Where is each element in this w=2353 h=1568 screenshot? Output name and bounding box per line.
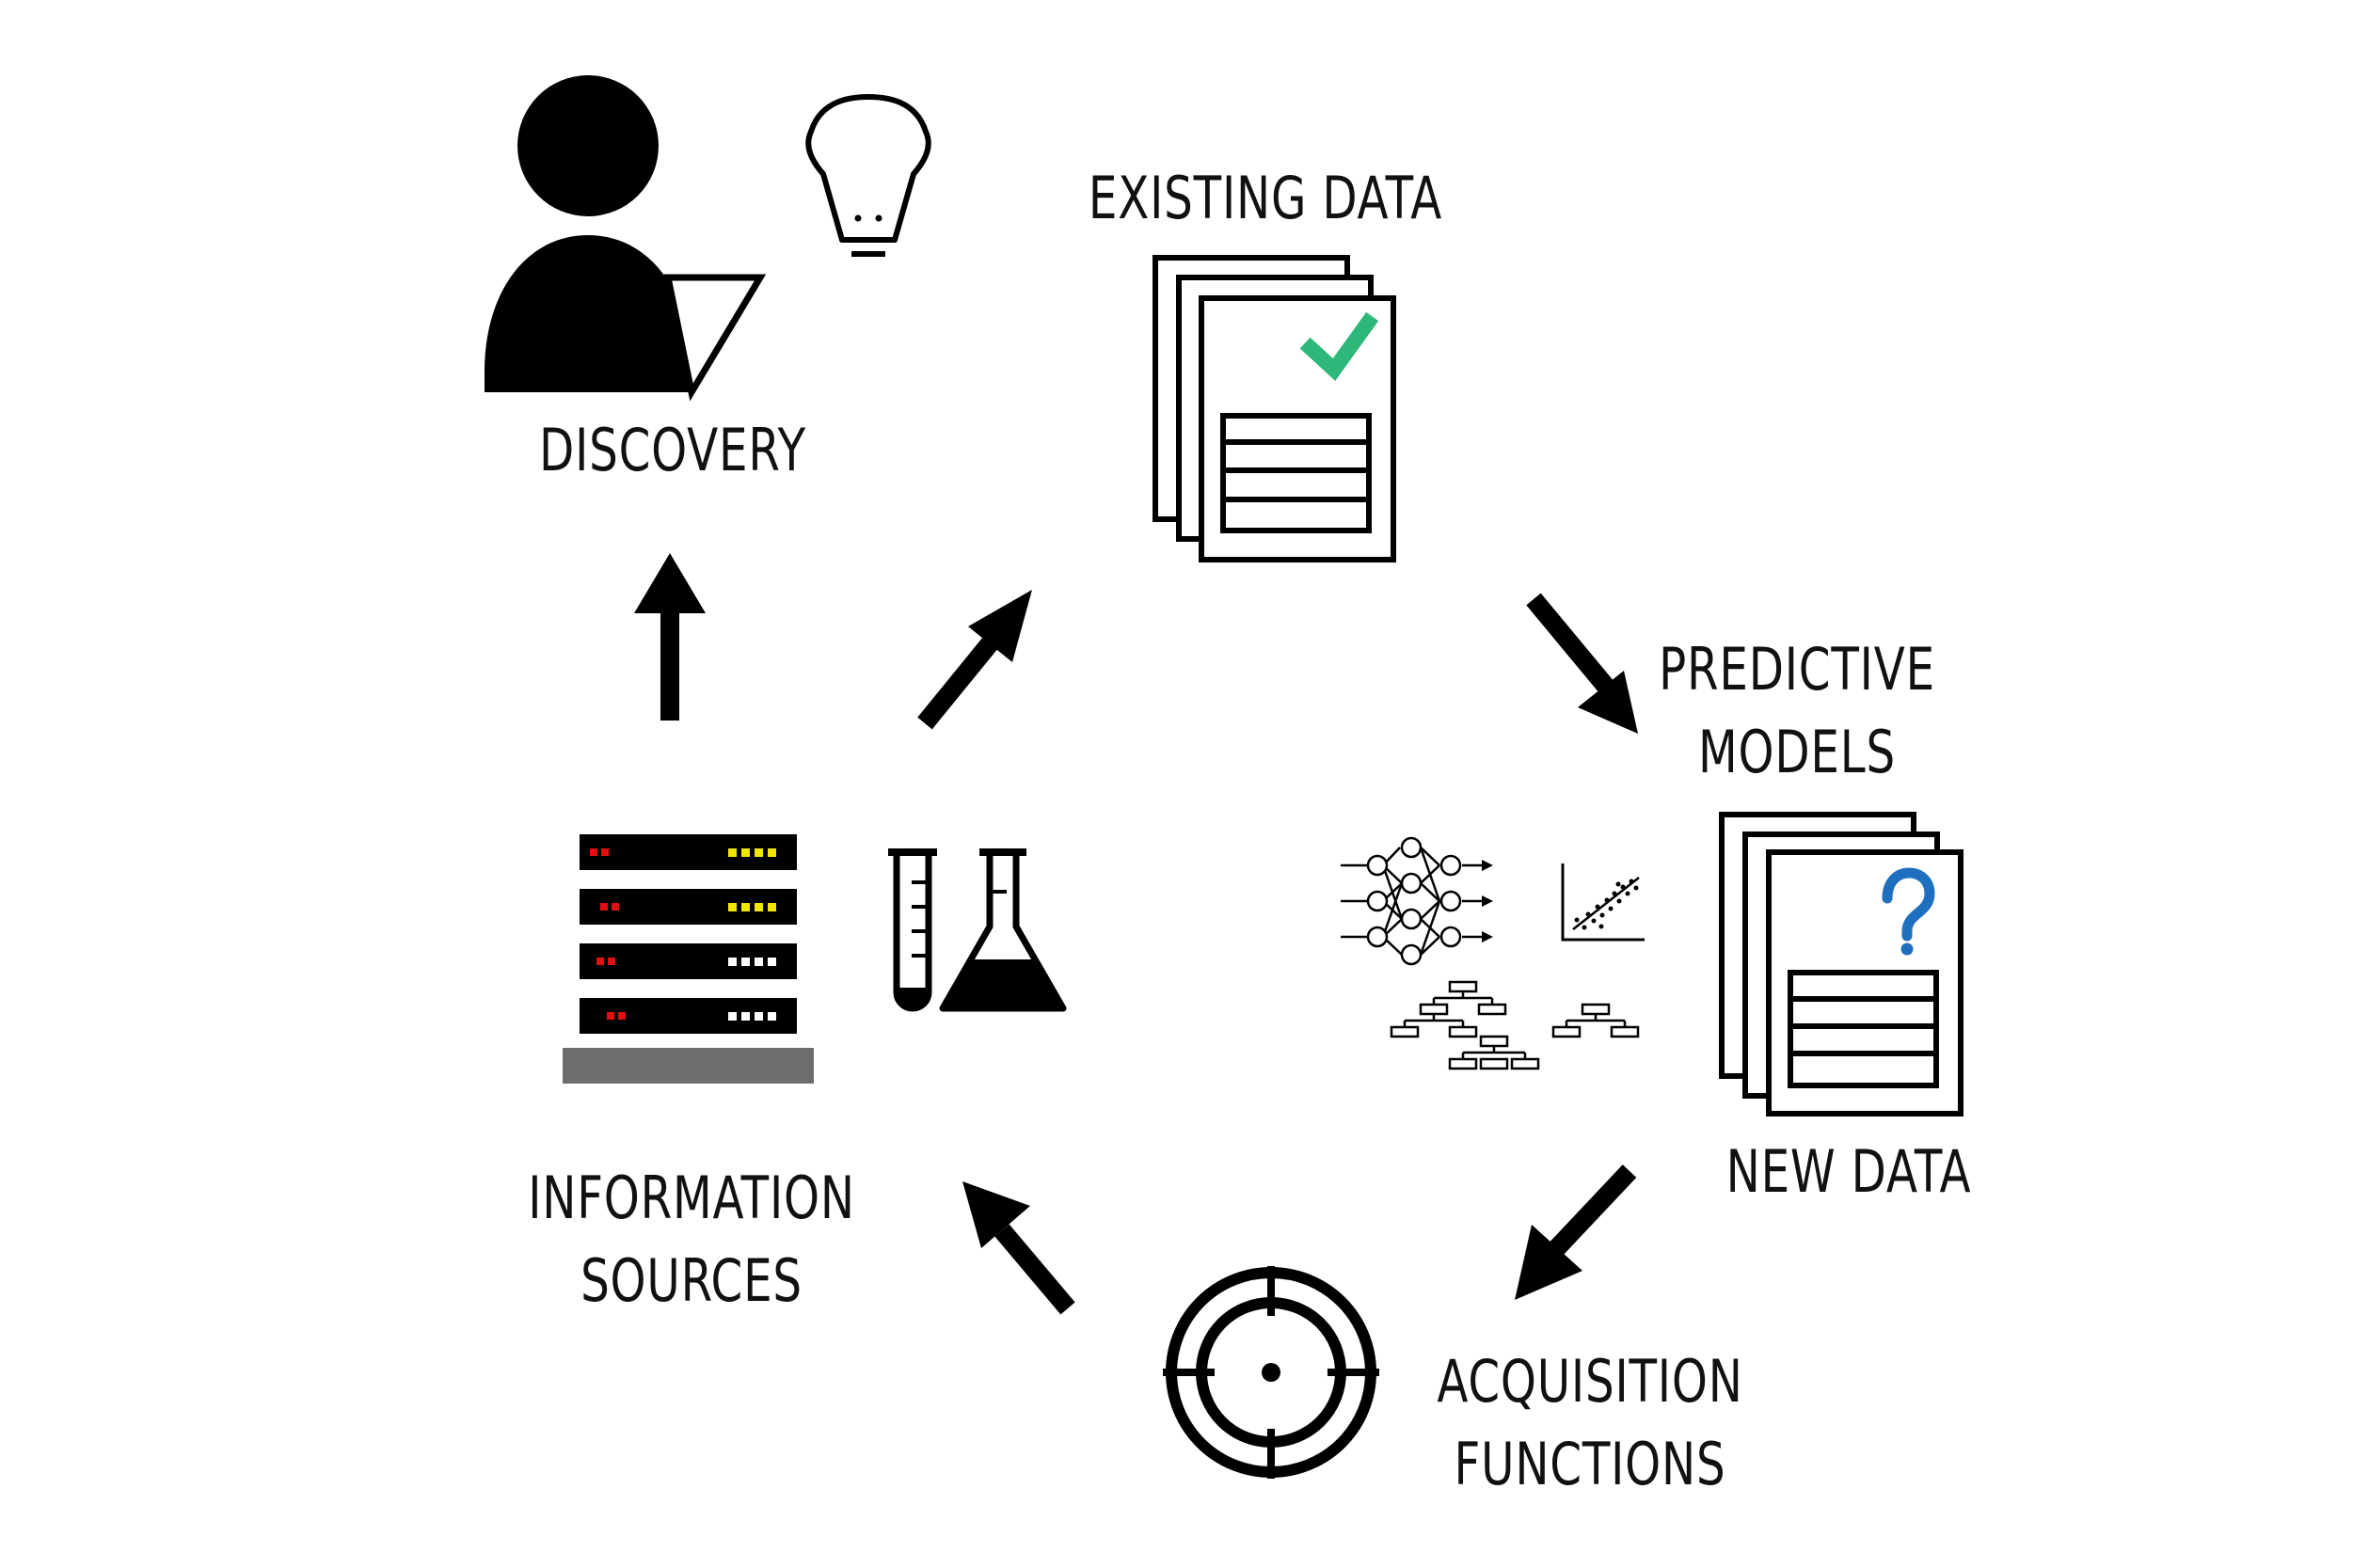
- scatter-plot-icon: [1561, 863, 1645, 942]
- checkmark-icon: [1299, 311, 1379, 381]
- label-existing-data-line: EXISTING DATA: [1088, 164, 1443, 232]
- label-information-sources-line-1: INFORMATION: [528, 1164, 855, 1232]
- test-tube-icon: [888, 848, 937, 1012]
- label-predictive-models-line-2: MODELS: [1698, 718, 1896, 786]
- label-discovery: DISCOVERY: [511, 409, 834, 492]
- arrow-new-data-to-acquisition: [1515, 1164, 1637, 1300]
- label-predictive-models-line-1: PREDICTIVE: [1659, 635, 1935, 704]
- arrow-sources-to-discovery: [634, 553, 706, 721]
- label-acquisition-functions-line-1: ACQUISITION: [1437, 1347, 1743, 1416]
- label-information-sources: INFORMATION SOURCES: [508, 1157, 875, 1323]
- arrow-acquisition-to-sources: [962, 1181, 1075, 1315]
- label-new-data-line: NEW DATA: [1725, 1137, 1972, 1206]
- decision-tree-icon: [1390, 980, 1640, 1070]
- question-mark-icon: [1882, 867, 1935, 956]
- label-acquisition-functions-line-2: FUNCTIONS: [1454, 1430, 1726, 1498]
- label-information-sources-line-2: SOURCES: [580, 1246, 803, 1315]
- arrow-existing-data-to-models: [1526, 593, 1638, 734]
- label-acquisition-functions: ACQUISITION FUNCTIONS: [1407, 1340, 1773, 1506]
- label-predictive-models: PREDICTIVE MODELS: [1614, 628, 1980, 794]
- flask-icon: [939, 848, 1067, 1012]
- document-stack-icon: [1719, 812, 1963, 1117]
- label-new-data: NEW DATA: [1673, 1131, 2025, 1213]
- label-existing-data: EXISTING DATA: [1082, 157, 1449, 240]
- lightbulb-icon: [805, 94, 931, 257]
- label-discovery-line: DISCOVERY: [539, 416, 806, 484]
- neural-network-icon: [1341, 836, 1493, 966]
- document-stack-icon: [1153, 255, 1396, 562]
- person-icon: [485, 75, 767, 402]
- arrow-sources-to-existing-data: [917, 590, 1032, 730]
- crosshair-target-icon: [1163, 1266, 1379, 1479]
- server-rack-icon: [563, 834, 814, 1084]
